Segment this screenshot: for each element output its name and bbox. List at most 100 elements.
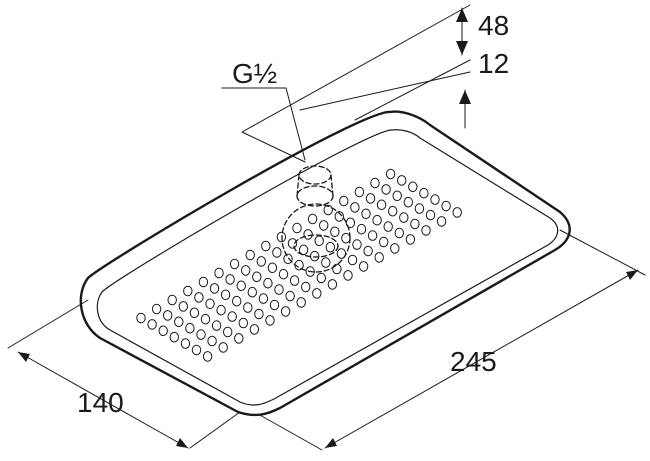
nozzle <box>218 342 228 353</box>
nozzle <box>319 220 329 231</box>
nozzle <box>263 277 273 289</box>
nozzle <box>267 262 278 274</box>
nozzle <box>205 298 215 310</box>
nozzle <box>136 312 146 324</box>
nozzle <box>330 226 340 238</box>
width-label: 140 <box>77 387 124 418</box>
nozzle <box>381 184 391 195</box>
nozzle <box>341 232 351 244</box>
nozzle <box>305 266 315 277</box>
arrowhead-245-right <box>626 270 638 280</box>
nozzle <box>327 279 338 290</box>
nozzle <box>241 265 251 276</box>
nozzle <box>356 223 367 235</box>
nozzle <box>336 248 347 259</box>
arrowhead-48-top <box>456 8 468 22</box>
nozzle <box>408 181 418 193</box>
nozzle <box>294 259 304 271</box>
nozzle <box>390 243 400 254</box>
nozzle <box>272 247 282 258</box>
nozzle <box>399 212 409 223</box>
nozzle <box>383 221 393 232</box>
nozzle <box>220 289 231 301</box>
nozzle <box>209 283 220 294</box>
nozzle <box>254 308 264 320</box>
nozzle <box>223 326 233 338</box>
arrowhead-140-left <box>18 352 30 362</box>
arrowhead-48-bottom <box>456 41 468 55</box>
nozzle <box>185 322 195 334</box>
nozzle <box>352 239 362 250</box>
nozzle <box>256 256 266 267</box>
nozzle <box>354 186 365 198</box>
nozzle <box>316 272 326 284</box>
nozzle <box>243 302 253 313</box>
nozzle <box>350 202 360 213</box>
nozzle <box>361 208 371 220</box>
nozzle <box>207 335 217 347</box>
nozzle <box>314 235 324 247</box>
nozzle <box>151 303 162 315</box>
nozzle <box>249 324 260 335</box>
nozzle <box>180 338 191 349</box>
nozzle <box>339 195 349 207</box>
nozzle <box>194 292 204 303</box>
nozzle <box>158 325 168 337</box>
length-label: 245 <box>450 346 497 377</box>
nozzle <box>365 193 376 204</box>
nozzle <box>374 252 384 263</box>
nozzle <box>174 316 184 328</box>
nozzle <box>385 168 396 180</box>
nozzle <box>332 263 342 275</box>
nozzle <box>214 267 224 279</box>
nozzle <box>189 307 200 319</box>
nozzle <box>232 295 242 307</box>
nozzle <box>202 351 213 362</box>
nozzle <box>436 216 447 227</box>
nozzle <box>367 230 378 241</box>
nozzle <box>280 306 291 317</box>
arrowhead-12 <box>459 90 471 104</box>
nozzle <box>274 284 284 295</box>
nozzle <box>292 222 302 234</box>
nozzle <box>425 209 436 221</box>
nozzle <box>312 288 322 299</box>
nozzle <box>198 276 209 288</box>
nozzle <box>258 293 269 304</box>
nozzle <box>347 254 358 266</box>
nozzle <box>147 319 157 330</box>
thread-size-label: G½ <box>232 58 278 89</box>
dimension-lines <box>17 7 639 449</box>
nozzle <box>343 270 353 281</box>
nozzle <box>323 204 333 216</box>
nozzle <box>183 285 193 297</box>
nozzle <box>167 294 177 306</box>
nozzle <box>289 275 300 286</box>
thread-leader-line <box>221 87 306 161</box>
nozzle <box>191 344 202 356</box>
nozzle <box>379 236 389 248</box>
nozzle <box>169 331 180 343</box>
nozzle <box>265 315 275 326</box>
nozzle <box>452 207 462 218</box>
nozzle <box>303 229 313 240</box>
nozzle <box>247 286 258 298</box>
nozzle <box>216 304 226 316</box>
nozzle <box>278 268 289 280</box>
nozzle <box>283 253 293 265</box>
nozzle <box>227 311 237 322</box>
nozzle <box>261 240 271 252</box>
arrowhead-245-left <box>325 438 337 448</box>
nozzle <box>441 200 451 212</box>
nozzle <box>276 231 287 243</box>
plate-face-outline <box>96 129 559 406</box>
nozzle <box>403 196 413 208</box>
nozzle <box>287 238 298 249</box>
plate-outline <box>79 110 571 417</box>
nozzle <box>334 211 344 222</box>
nozzle <box>392 190 402 202</box>
nozzle <box>163 310 173 321</box>
nozzle <box>405 234 416 245</box>
nozzle <box>225 274 235 285</box>
nozzle <box>245 249 255 261</box>
